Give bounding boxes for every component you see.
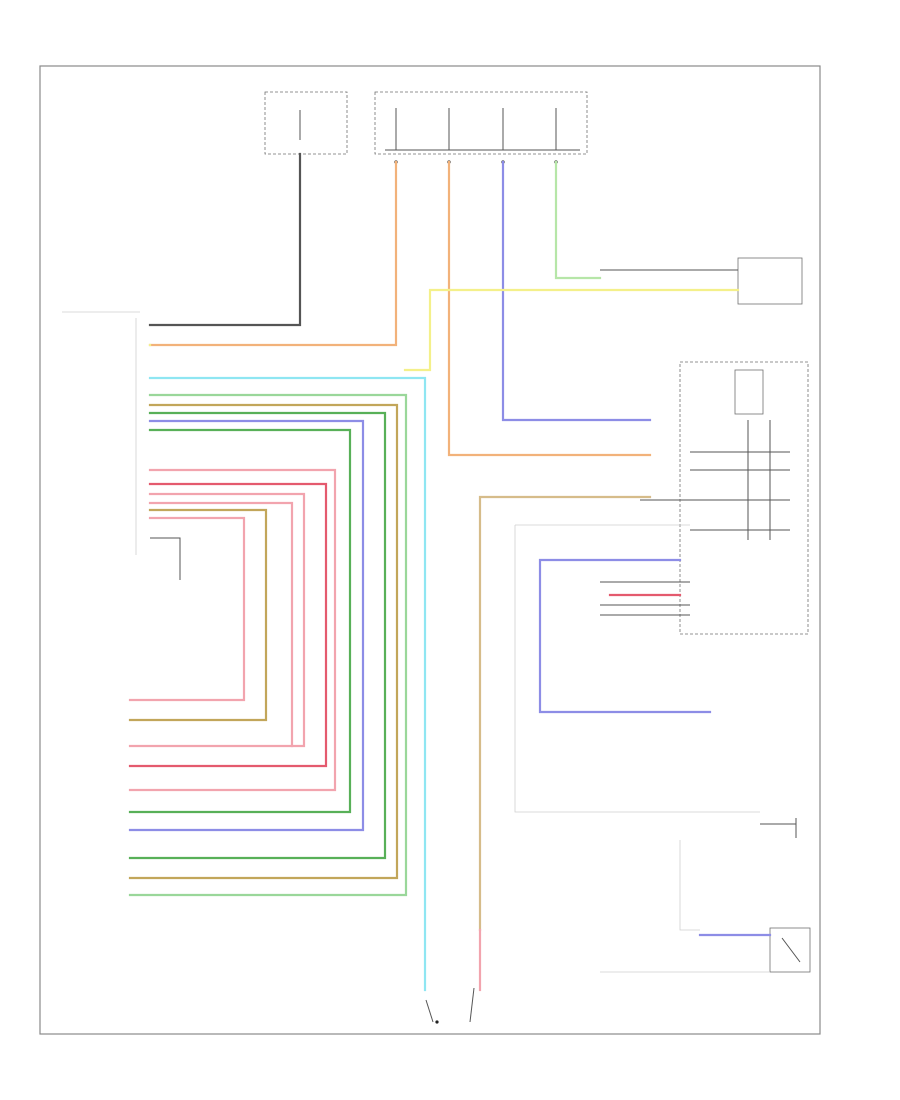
wire-darkgreen-2 (128, 428, 352, 814)
diagram-frame (39, 65, 821, 1035)
wire-harness (128, 152, 772, 992)
sensor-right-lead (469, 987, 475, 1023)
wire-pink-3 (148, 501, 294, 748)
wire-relay-black (148, 152, 302, 327)
wire-blue-left (128, 419, 365, 832)
fuse-box-right (374, 91, 588, 155)
module-housing (679, 361, 809, 635)
wire-cyan (148, 376, 427, 992)
sensor-box (769, 927, 811, 973)
left-control-unit (62, 311, 181, 580)
wire-tan-vertical (478, 495, 652, 932)
wire-orange-fuse (148, 160, 398, 347)
right-control-module (679, 361, 809, 635)
wire-fuse3-blue (501, 160, 652, 422)
ref-line-1 (514, 525, 760, 813)
relay-box-left (264, 91, 348, 155)
bottom-sensors (425, 987, 475, 1024)
ground-feed (150, 537, 181, 545)
module-sub-block (734, 369, 764, 415)
wire-yellow-top (403, 288, 740, 372)
wire-green-1 (128, 393, 408, 897)
sensor-element (781, 937, 801, 963)
sensor-left-lead (425, 999, 434, 1023)
wire-olive-2 (128, 508, 268, 722)
wire-pink-1 (128, 468, 337, 792)
top-power-distribution (264, 91, 588, 164)
sensor-ground-dot (435, 1020, 439, 1024)
lower-right-units (760, 818, 811, 973)
wire-red-1 (128, 482, 328, 768)
ref-line-3 (679, 840, 700, 931)
wire-olive-1 (128, 403, 399, 880)
wire-darkgreen-1 (128, 411, 387, 860)
wire-pink-2 (128, 492, 306, 748)
antenna-unit (737, 257, 803, 305)
wire-blue-module (538, 558, 712, 714)
wire-pink-4 (128, 516, 246, 702)
wire-fuse2-orange-right (447, 160, 652, 457)
wire-fuse4-green (554, 160, 602, 280)
